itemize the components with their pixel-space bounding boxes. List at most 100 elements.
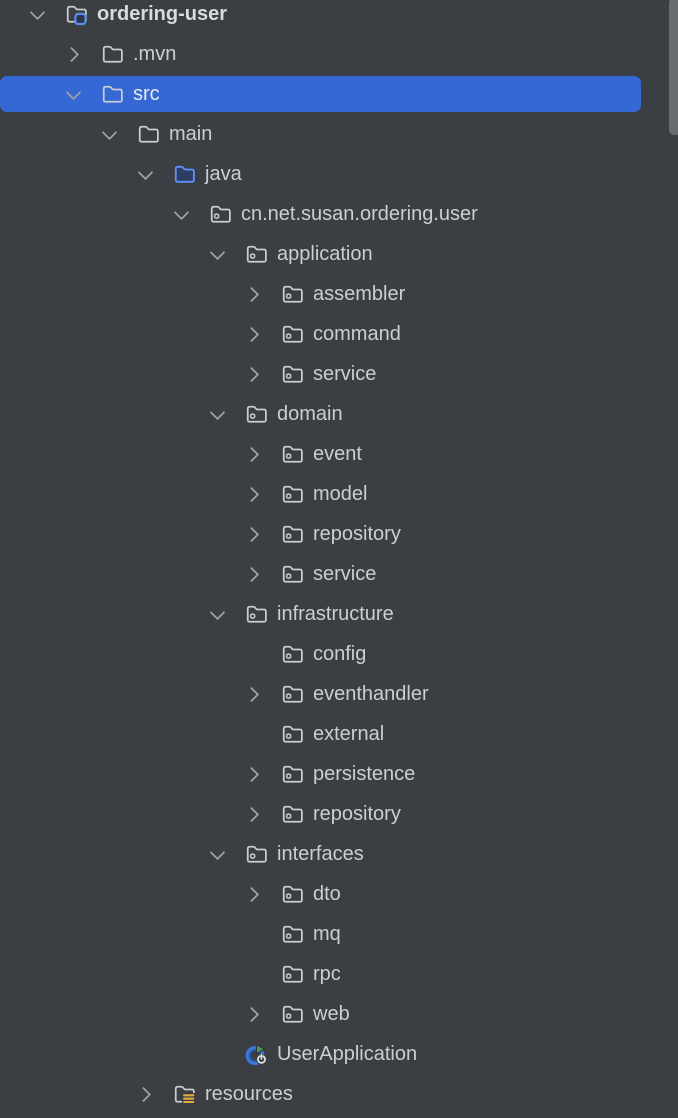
package-icon	[244, 842, 269, 867]
tree-item-label: repository	[313, 802, 401, 825]
package-icon	[280, 562, 305, 587]
tree-row-model[interactable]: model	[0, 474, 678, 514]
tree-row-persistence[interactable]: persistence	[0, 754, 678, 794]
chevron-down-icon[interactable]	[206, 243, 228, 265]
package-icon	[208, 202, 233, 227]
tree-row-ordering-user[interactable]: ordering-user	[0, 0, 678, 34]
chevron-right-icon[interactable]	[62, 43, 84, 65]
chevron-right-icon[interactable]	[242, 363, 264, 385]
tree-item-label: ordering-user	[97, 2, 228, 25]
tree-row-application[interactable]: application	[0, 234, 678, 274]
tree-item-label: .mvn	[133, 42, 177, 65]
package-icon	[280, 962, 305, 987]
folder-icon	[100, 82, 125, 107]
chevron-spacer	[242, 963, 264, 985]
package-icon	[280, 762, 305, 787]
package-icon	[280, 642, 305, 667]
tree-row-userapplication[interactable]: UserApplication	[0, 1034, 678, 1074]
package-icon	[280, 802, 305, 827]
chevron-right-icon[interactable]	[242, 443, 264, 465]
tree-row-assembler[interactable]: assembler	[0, 274, 678, 314]
tree-item-label: config	[313, 642, 367, 665]
tree-item-label: external	[313, 722, 385, 745]
chevron-down-icon[interactable]	[206, 843, 228, 865]
chevron-spacer	[242, 723, 264, 745]
scrollbar-thumb[interactable]	[669, 0, 678, 135]
chevron-right-icon[interactable]	[242, 803, 264, 825]
tree-row-infrastructure[interactable]: infrastructure	[0, 594, 678, 634]
tree-item-label: rpc	[313, 962, 341, 985]
tree-item-label: interfaces	[277, 842, 364, 865]
tree-row-web[interactable]: web	[0, 994, 678, 1034]
tree-row-main[interactable]: main	[0, 114, 678, 154]
chevron-down-icon[interactable]	[206, 603, 228, 625]
chevron-right-icon[interactable]	[242, 323, 264, 345]
tree-item-label: cn.net.susan.ordering.user	[241, 202, 478, 225]
chevron-down-icon[interactable]	[62, 83, 84, 105]
folder-icon	[136, 122, 161, 147]
package-icon	[280, 1002, 305, 1027]
tree-row-cn-net-susan-ordering-user[interactable]: cn.net.susan.ordering.user	[0, 194, 678, 234]
chevron-down-icon[interactable]	[26, 3, 48, 25]
chevron-down-icon[interactable]	[206, 403, 228, 425]
package-icon	[280, 522, 305, 547]
tree-row-interfaces[interactable]: interfaces	[0, 834, 678, 874]
tree-row-domain[interactable]: domain	[0, 394, 678, 434]
tree-item-label: mq	[313, 922, 341, 945]
package-icon	[280, 442, 305, 467]
chevron-right-icon[interactable]	[242, 683, 264, 705]
chevron-right-icon[interactable]	[242, 483, 264, 505]
tree-row-event[interactable]: event	[0, 434, 678, 474]
chevron-down-icon[interactable]	[98, 123, 120, 145]
tree-item-label: assembler	[313, 282, 406, 305]
tree-row-repository[interactable]: repository	[0, 794, 678, 834]
package-icon	[244, 402, 269, 427]
chevron-down-icon[interactable]	[134, 163, 156, 185]
tree-row-service[interactable]: service	[0, 554, 678, 594]
folder-icon	[100, 42, 125, 67]
tree-item-label: web	[313, 1002, 350, 1025]
chevron-spacer	[206, 1043, 228, 1065]
tree-item-label: persistence	[313, 762, 416, 785]
tree-row-command[interactable]: command	[0, 314, 678, 354]
tree-item-label: eventhandler	[313, 682, 429, 705]
tree-row--mvn[interactable]: .mvn	[0, 34, 678, 74]
tree-row-config[interactable]: config	[0, 634, 678, 674]
tree-item-label: model	[313, 482, 368, 505]
tree-row-eventhandler[interactable]: eventhandler	[0, 674, 678, 714]
chevron-right-icon[interactable]	[242, 883, 264, 905]
package-icon	[280, 722, 305, 747]
package-icon	[280, 322, 305, 347]
tree-row-rpc[interactable]: rpc	[0, 954, 678, 994]
tree-row-resources[interactable]: resources	[0, 1074, 678, 1114]
package-icon	[280, 362, 305, 387]
tree-item-label: service	[313, 562, 377, 585]
chevron-down-icon[interactable]	[170, 203, 192, 225]
package-icon	[280, 682, 305, 707]
package-icon	[280, 282, 305, 307]
tree-row-mq[interactable]: mq	[0, 914, 678, 954]
tree-row-service[interactable]: service	[0, 354, 678, 394]
chevron-right-icon[interactable]	[134, 1083, 156, 1105]
tree-row-dto[interactable]: dto	[0, 874, 678, 914]
tree-row-repository[interactable]: repository	[0, 514, 678, 554]
chevron-right-icon[interactable]	[242, 523, 264, 545]
package-icon	[280, 922, 305, 947]
tree-item-label: domain	[277, 402, 343, 425]
chevron-right-icon[interactable]	[242, 1003, 264, 1025]
chevron-right-icon[interactable]	[242, 763, 264, 785]
tree-item-label: src	[133, 82, 160, 105]
package-icon	[280, 482, 305, 507]
tree-row-java[interactable]: java	[0, 154, 678, 194]
chevron-right-icon[interactable]	[242, 563, 264, 585]
tree-item-label: infrastructure	[277, 602, 394, 625]
project-folder-icon	[64, 2, 89, 27]
tree-row-src[interactable]: src	[0, 74, 678, 114]
tree-item-label: command	[313, 322, 401, 345]
chevron-right-icon[interactable]	[242, 283, 264, 305]
tree-item-label: event	[313, 442, 362, 465]
package-icon	[244, 602, 269, 627]
tree-row-external[interactable]: external	[0, 714, 678, 754]
source-root-folder-icon	[172, 162, 197, 187]
